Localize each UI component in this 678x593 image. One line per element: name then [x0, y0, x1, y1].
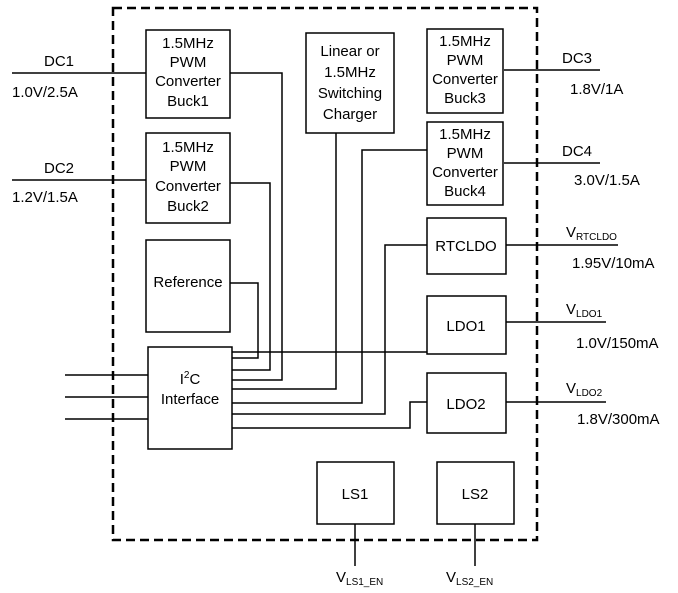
buck1-block: 1.5MHz PWM Converter Buck1	[145, 29, 231, 119]
rtcldo-block: RTCLDO	[426, 217, 507, 275]
ls2-block: LS2	[436, 461, 515, 525]
dc2-name: DC2	[44, 160, 74, 177]
vldo1-rating: 1.0V/150mA	[576, 335, 659, 352]
ldo2-label: LDO2	[446, 396, 485, 413]
buck4-line-3: Converter	[432, 164, 498, 181]
vrtcldo-name: VRTCLDO	[566, 224, 617, 243]
charger-line-3: Switching	[318, 85, 382, 102]
wire-i2c-buck1	[230, 72, 283, 381]
dc2-rating: 1.2V/1.5A	[12, 189, 78, 206]
buck1-line-1: 1.5MHz	[162, 35, 214, 52]
vrtcldo-rating: 1.95V/10mA	[572, 255, 655, 272]
vldo2-name: VLDO2	[566, 380, 603, 399]
buck1-line-3: Converter	[155, 73, 221, 90]
wire-i2c-ldo2	[232, 401, 427, 429]
wire-i2c-buck2	[230, 182, 271, 371]
buck1-line-2: PWM	[170, 54, 207, 71]
dc3-rating: 1.8V/1A	[570, 81, 623, 98]
vls1-name: VLS1_EN	[336, 569, 383, 588]
buck3-line-1: 1.5MHz	[439, 33, 491, 50]
buck4-line-2: PWM	[447, 145, 484, 162]
reference-label: Reference	[153, 274, 222, 291]
chip-boundary	[111, 6, 539, 542]
i2c-line-1: I2C	[180, 370, 201, 388]
dc1-rating: 1.0V/2.5A	[12, 84, 78, 101]
vldo2-rating: 1.8V/300mA	[577, 411, 660, 428]
buck2-block: 1.5MHz PWM Converter Buck2	[145, 132, 231, 224]
vldo1-name: VLDO1	[566, 301, 603, 320]
buck4-line-4: Buck4	[444, 183, 486, 200]
buck4-line-1: 1.5MHz	[439, 126, 491, 143]
buck2-line-2: PWM	[170, 158, 207, 175]
wires	[12, 69, 618, 566]
dc4-rating: 3.0V/1.5A	[574, 172, 640, 189]
ls1-label: LS1	[342, 486, 369, 503]
dc1-name: DC1	[44, 53, 74, 70]
charger-line-1: Linear or	[320, 43, 379, 60]
wire-i2c-reference	[230, 282, 259, 359]
i2c-line-2: Interface	[161, 391, 219, 408]
charger-line-2: 1.5MHz	[324, 64, 376, 81]
wire-i2c-rtcldo	[232, 244, 427, 415]
i2c-block: I2C Interface	[147, 346, 233, 450]
dc3-name: DC3	[562, 50, 592, 67]
ls2-label: LS2	[462, 486, 489, 503]
buck3-line-4: Buck3	[444, 90, 486, 107]
wire-i2c-buck4	[232, 149, 427, 404]
buck2-line-3: Converter	[155, 178, 221, 195]
buck3-line-2: PWM	[447, 52, 484, 69]
dc4-name: DC4	[562, 143, 592, 160]
ls1-block: LS1	[316, 461, 395, 525]
ldo1-label: LDO1	[446, 318, 485, 335]
buck4-block: 1.5MHz PWM Converter Buck4	[426, 121, 504, 206]
charger-line-4: Charger	[323, 106, 377, 123]
charger-block: Linear or 1.5MHz Switching Charger	[305, 32, 395, 134]
vls2-name: VLS2_EN	[446, 569, 493, 588]
buck3-line-3: Converter	[432, 71, 498, 88]
rtcldo-label: RTCLDO	[435, 238, 496, 255]
ldo1-block: LDO1	[426, 295, 507, 355]
buck1-line-4: Buck1	[167, 93, 209, 110]
buck3-block: 1.5MHz PWM Converter Buck3	[426, 28, 504, 114]
buck2-line-1: 1.5MHz	[162, 139, 214, 156]
reference-block: Reference	[145, 239, 231, 333]
ldo2-block: LDO2	[426, 372, 507, 434]
wire-i2c-charger	[232, 133, 337, 390]
buck2-line-4: Buck2	[167, 198, 209, 215]
